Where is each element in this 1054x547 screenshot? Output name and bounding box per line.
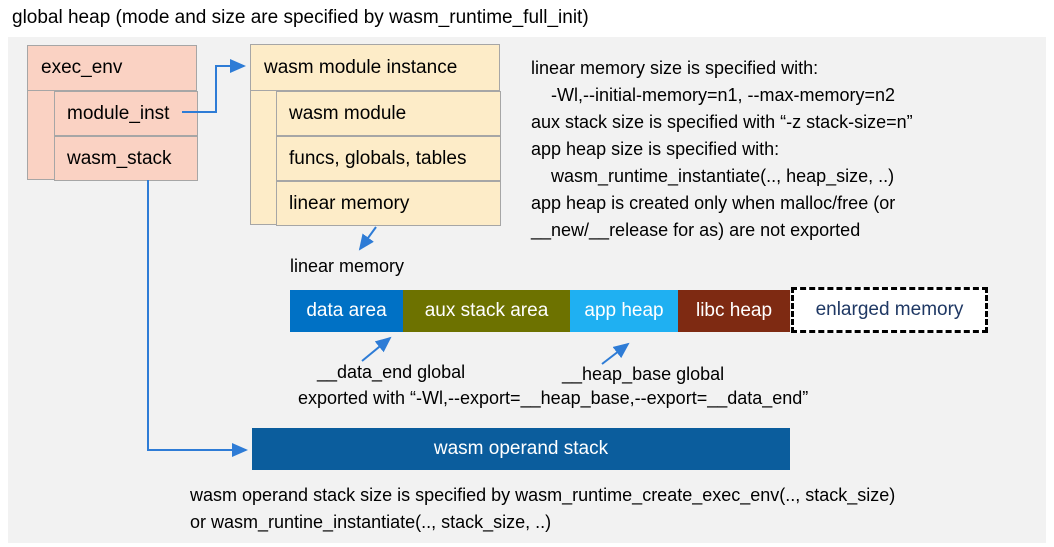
- operand-stack-notes: wasm operand stack size is specified by …: [190, 482, 895, 536]
- diagram-title: global heap (mode and size are specified…: [12, 7, 589, 28]
- heap-base-global-label: __heap_base global: [562, 364, 725, 384]
- note-line: linear memory size is specified with:: [531, 58, 819, 78]
- segment-app-heap: app heap: [570, 290, 678, 332]
- module-instance-header: wasm module instance: [251, 45, 499, 91]
- right-notes: linear memory size is specified with: -W…: [531, 55, 1046, 244]
- module-instance-row-linear-memory: linear memory: [276, 181, 501, 226]
- exec-env-box: exec_env module_inst wasm_stack: [27, 45, 198, 181]
- data-end-global-label: __data_end global: [317, 362, 466, 382]
- segment-libc-heap: libc heap: [678, 290, 790, 332]
- segment-enlarged-memory: enlarged memory: [791, 287, 988, 333]
- exec-env-header: exec_env: [28, 46, 196, 91]
- note-line: or wasm_runtine_instantiate(.., stack_si…: [190, 512, 552, 532]
- note-line: wasm_runtime_instantiate(.., heap_size, …: [551, 166, 895, 186]
- linear-memory-caption: linear memory: [290, 256, 405, 276]
- operand-stack-bar: wasm operand stack: [252, 428, 790, 470]
- module-instance-row-funcs-globals-tables: funcs, globals, tables: [276, 136, 501, 181]
- module-instance-row-wasm-module: wasm module: [276, 91, 501, 136]
- note-line: aux stack size is specified with “-z sta…: [531, 112, 913, 132]
- note-line: wasm operand stack size is specified by …: [190, 485, 896, 505]
- note-line: app heap size is specified with:: [531, 139, 780, 159]
- note-line: app heap is created only when malloc/fre…: [531, 193, 896, 213]
- note-line: __new/__release for as) are not exported: [531, 220, 861, 240]
- module-instance-box: wasm module instance wasm module funcs, …: [250, 44, 501, 226]
- segment-aux-stack-area: aux stack area: [403, 290, 570, 332]
- export-note: exported with “-Wl,--export=__heap_base,…: [298, 388, 809, 408]
- segment-data-area: data area: [290, 290, 403, 332]
- exec-env-row-wasm-stack: wasm_stack: [54, 136, 198, 181]
- exec-env-row-module-inst: module_inst: [54, 91, 198, 136]
- note-line: -Wl,--initial-memory=n1, --max-memory=n2: [551, 85, 896, 105]
